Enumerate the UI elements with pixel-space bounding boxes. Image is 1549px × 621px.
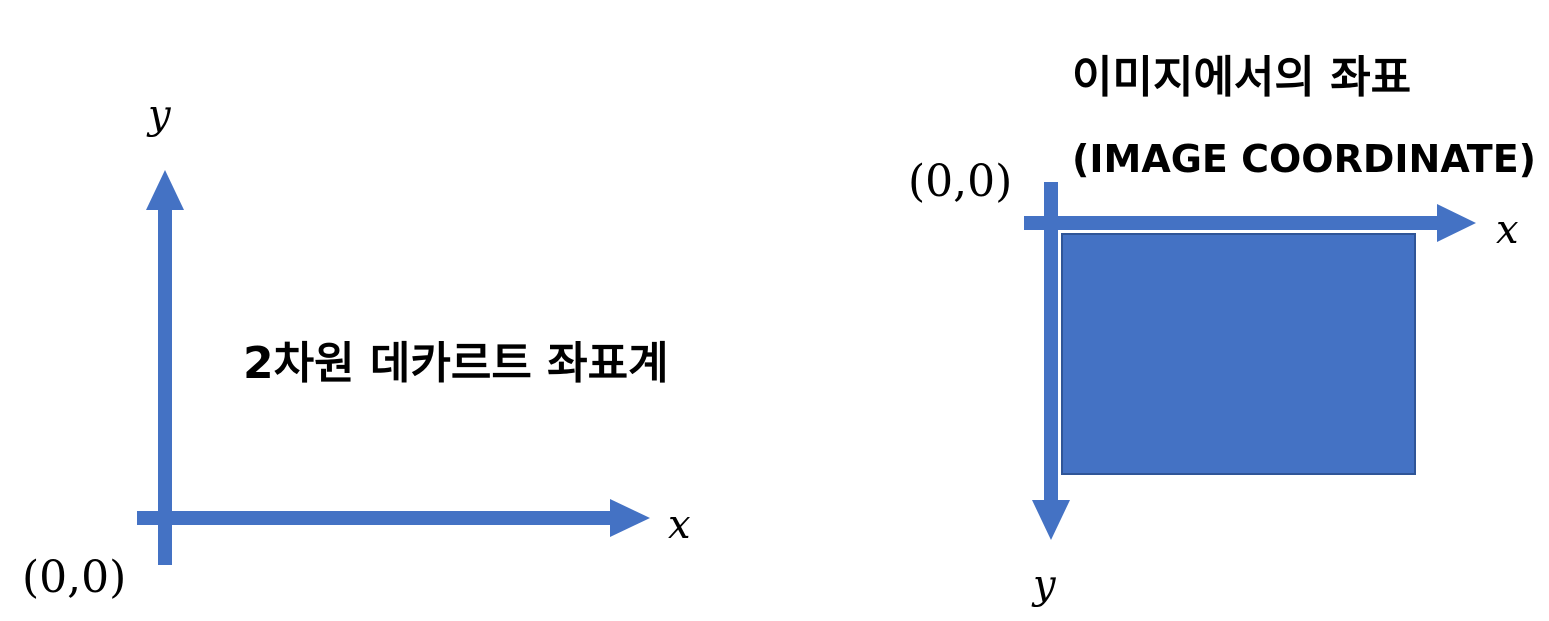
- cartesian-x-axis-arrowhead: [610, 499, 650, 537]
- cartesian-x-label: x: [668, 502, 691, 548]
- cartesian-title: 2차원 데카르트 좌표계: [243, 338, 669, 389]
- image-x-axis-arrowhead: [1437, 204, 1476, 242]
- image-y-axis-line: [1044, 182, 1058, 505]
- image-x-label: x: [1496, 207, 1519, 253]
- image-coord-title-line1: 이미지에서의 좌표: [1072, 52, 1411, 103]
- image-coordinate-system: 이미지에서의 좌표 (IMAGE COORDINATE) (0,0) x y: [908, 52, 1536, 608]
- cartesian-system: y x (0,0) 2차원 데카르트 좌표계: [22, 92, 691, 603]
- cartesian-origin-label: (0,0): [22, 552, 126, 603]
- image-origin-label: (0,0): [908, 156, 1012, 207]
- image-y-axis-arrowhead: [1032, 500, 1070, 540]
- cartesian-y-axis-arrowhead: [146, 170, 184, 210]
- cartesian-y-axis-line: [158, 205, 172, 565]
- image-x-axis-line: [1024, 216, 1442, 230]
- image-coord-title-line2: (IMAGE COORDINATE): [1072, 137, 1536, 181]
- cartesian-y-label: y: [146, 92, 172, 138]
- image-y-label: y: [1031, 562, 1057, 608]
- image-rectangle: [1061, 233, 1416, 475]
- cartesian-x-axis-line: [137, 511, 615, 525]
